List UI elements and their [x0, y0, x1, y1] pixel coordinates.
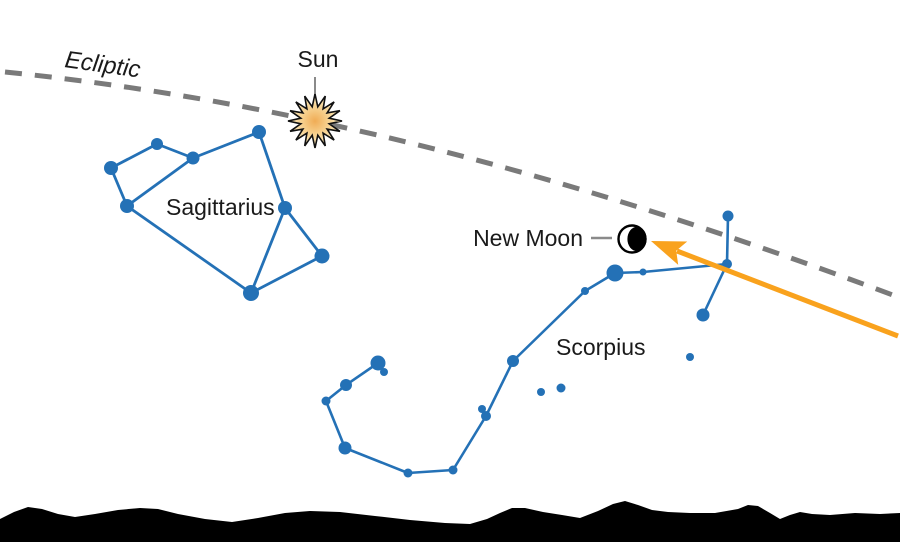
constellation-line	[484, 360, 515, 417]
star-dot	[314, 248, 330, 264]
star-dot	[340, 379, 352, 391]
star-dot	[104, 161, 118, 175]
new-moon-icon	[591, 224, 647, 254]
star-dot	[120, 199, 134, 213]
star-dot	[243, 285, 259, 301]
star-dot	[481, 411, 491, 421]
star-dot	[252, 125, 266, 139]
constellation-line	[126, 156, 194, 208]
sagittarius-label: Sagittarius	[166, 194, 275, 220]
star-dot	[686, 353, 694, 361]
constellation-line	[283, 207, 324, 257]
constellation-figures	[104, 125, 734, 478]
star-dot	[722, 210, 734, 222]
constellation-line	[192, 130, 260, 160]
constellation-line	[512, 290, 586, 362]
constellation-line	[324, 400, 347, 449]
ecliptic-dashed-path	[4, 69, 899, 300]
constellation-sagittarius	[104, 125, 330, 301]
star-dot	[278, 201, 292, 215]
star-dot	[380, 368, 388, 376]
constellation-line	[250, 254, 323, 295]
star-dot	[370, 355, 386, 371]
sun-icon	[287, 77, 343, 149]
star-dot	[321, 396, 331, 406]
arrow-shaft	[676, 248, 899, 339]
star-dot	[186, 151, 200, 165]
star-dot	[556, 383, 566, 393]
arrow-head	[651, 241, 688, 265]
constellation-line	[126, 204, 252, 295]
sun-starburst	[287, 93, 343, 149]
constellation-line	[451, 415, 488, 471]
constellation-line	[701, 263, 729, 316]
constellation-line	[407, 468, 454, 475]
sun-label: Sun	[298, 46, 339, 72]
star-dot	[722, 259, 732, 269]
scorpius-label: Scorpius	[556, 334, 645, 360]
star-dot	[639, 268, 647, 276]
star-dot	[606, 264, 624, 282]
star-dot	[537, 388, 545, 396]
star-dot	[448, 465, 458, 475]
star-dot	[151, 138, 163, 150]
moon-shadow-disk	[627, 226, 647, 252]
constellation-line	[257, 131, 287, 209]
constellation-line	[110, 142, 158, 170]
constellation-line	[249, 207, 287, 294]
constellation-scorpius	[321, 210, 734, 478]
star-dot	[403, 468, 413, 478]
star-dot	[507, 355, 519, 367]
star-dot	[696, 308, 710, 322]
horizon-ground	[0, 501, 900, 542]
star-dot	[478, 405, 486, 413]
pointer-arrow-icon	[651, 241, 899, 339]
horizon-silhouette	[0, 501, 900, 542]
constellation-line	[725, 215, 730, 265]
star-dot	[338, 441, 352, 455]
ecliptic-line	[4, 69, 899, 300]
new-moon-label: New Moon	[473, 225, 583, 251]
constellation-line	[344, 446, 409, 475]
star-dot	[581, 287, 589, 295]
